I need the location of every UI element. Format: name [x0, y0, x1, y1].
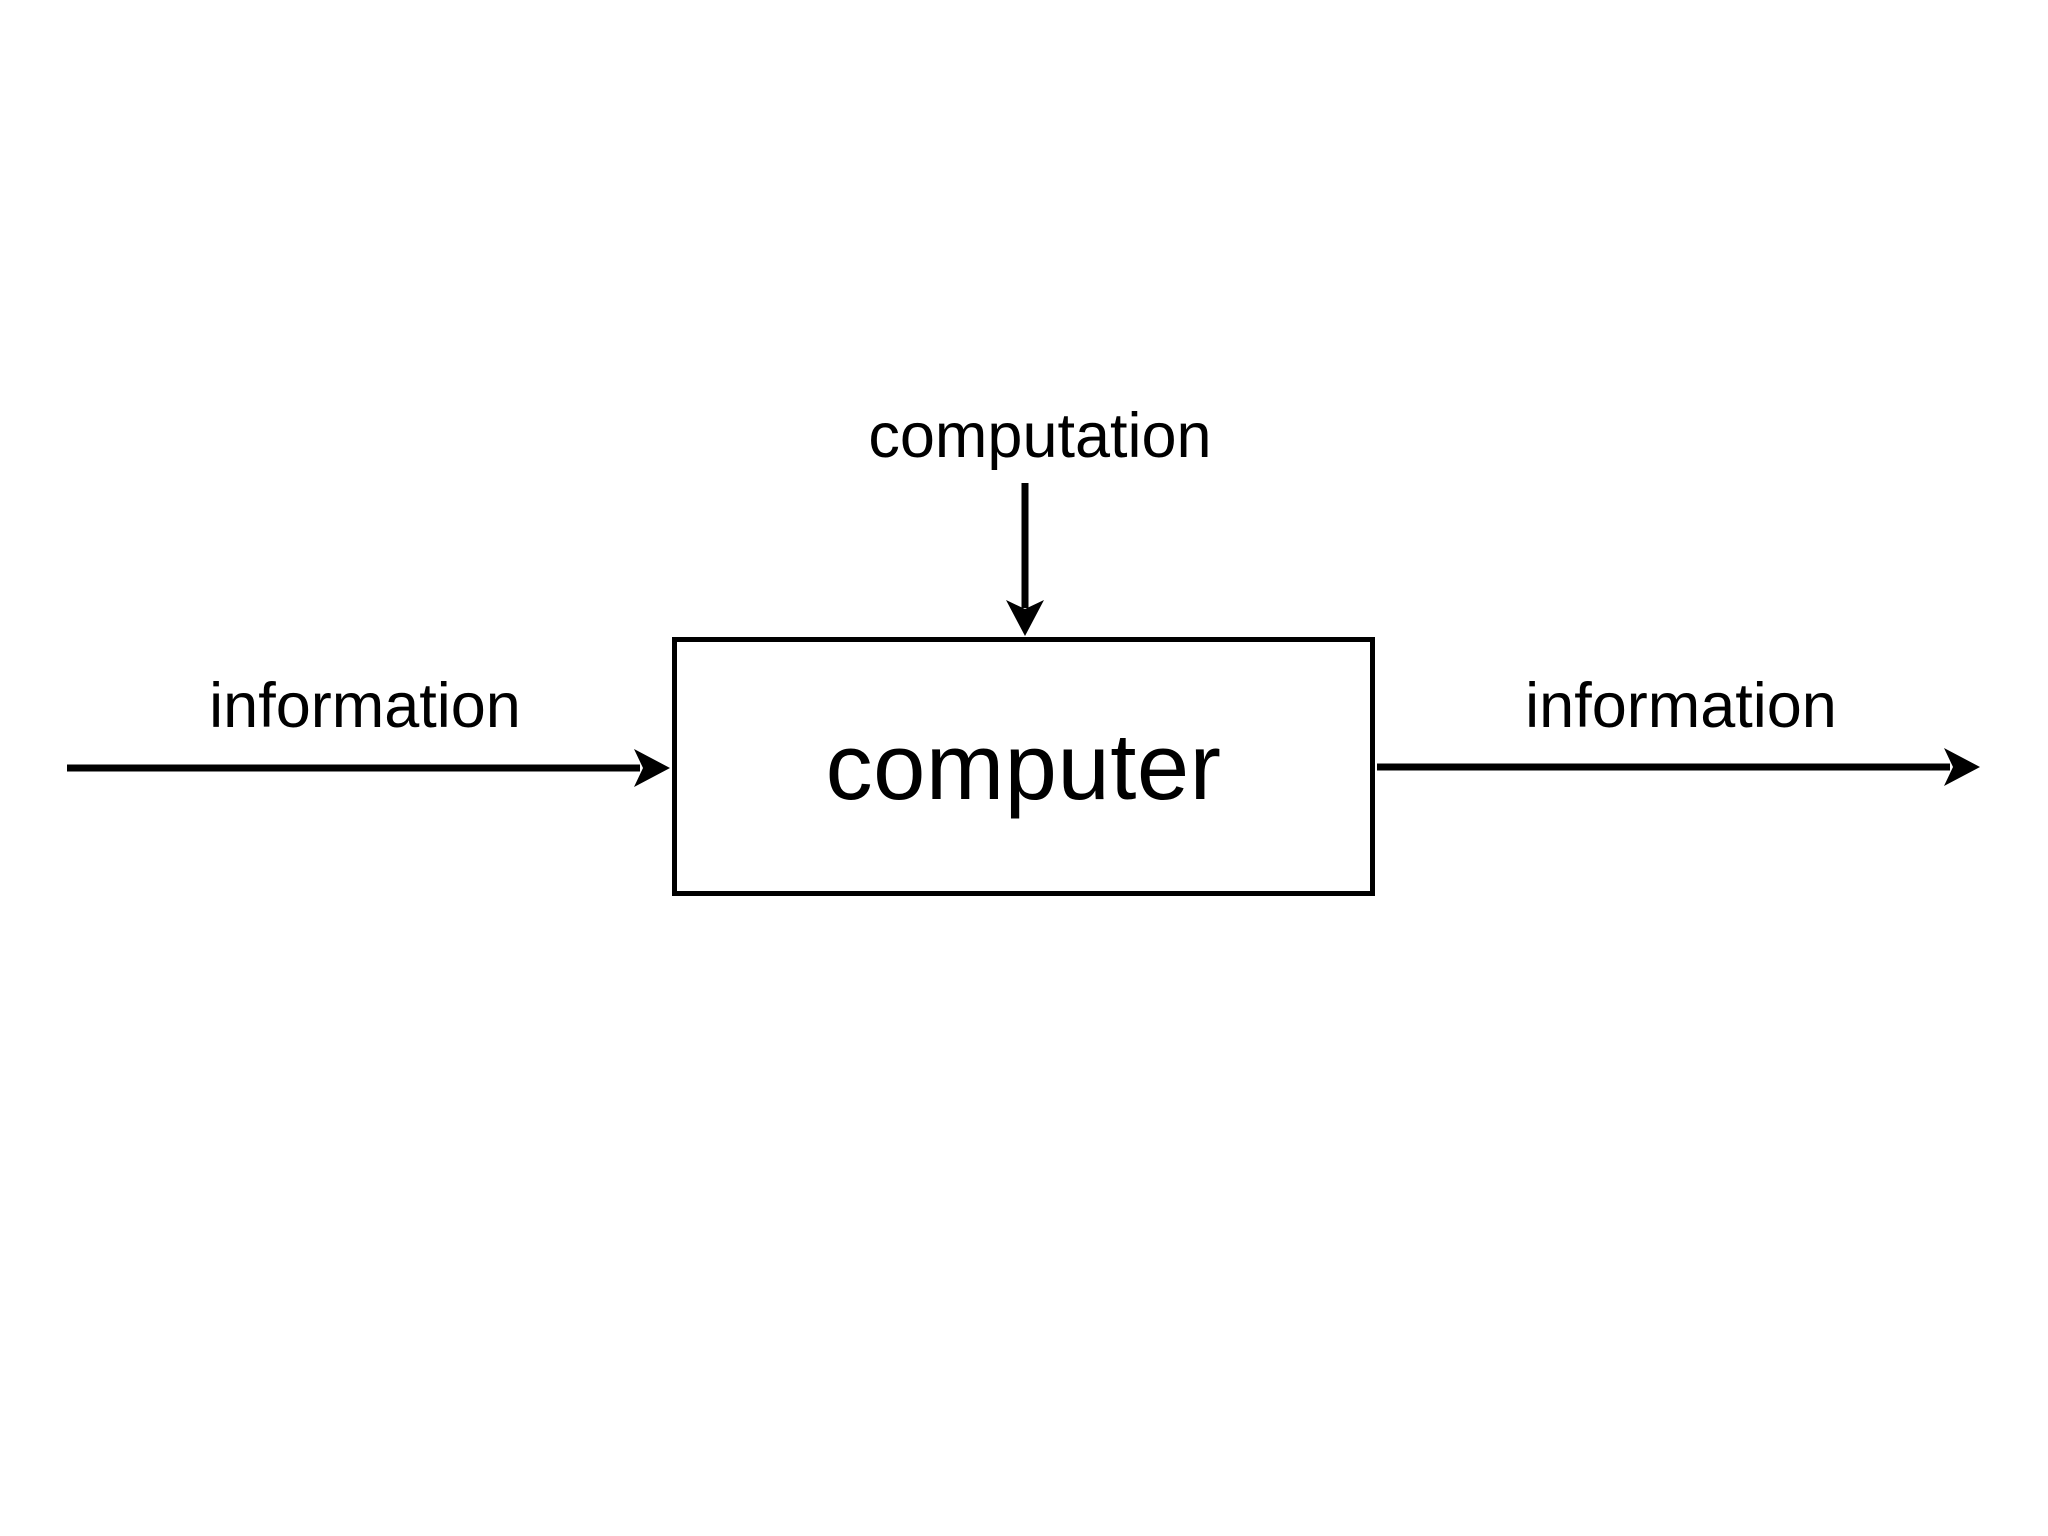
- computation-label: computation: [868, 401, 1212, 471]
- information-output-label: information: [1525, 671, 1837, 741]
- computer-box-label: computer: [825, 713, 1222, 819]
- computation-arrow: [1006, 483, 1044, 636]
- information-output-arrow: [1377, 748, 1980, 786]
- information-input-arrow: [67, 749, 670, 787]
- information-input-label: information: [209, 671, 521, 741]
- computer-box: computer: [672, 637, 1375, 896]
